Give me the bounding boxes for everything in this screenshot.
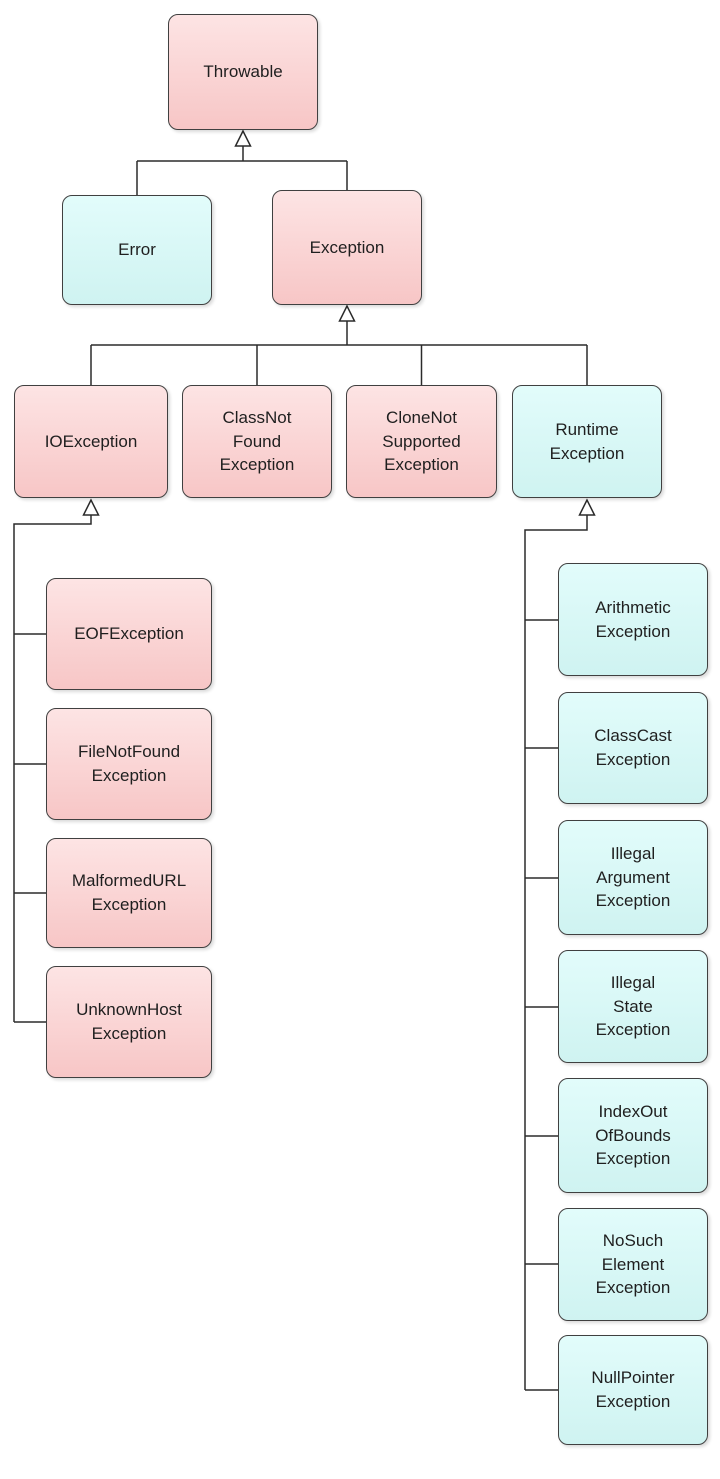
node-classcastexception: ClassCast Exception [558,692,708,804]
inheritance-arrow-exception [338,304,356,322]
node-nosuchelementexception: NoSuch Element Exception [558,1208,708,1321]
node-illegalstateexception-label: Illegal State Exception [595,972,671,1040]
node-nosuchelementexception-label: NoSuch Element Exception [595,1230,671,1298]
node-exception-label: Exception [309,237,385,257]
node-eofexception-label: EOFException [74,624,184,644]
node-malformedurlexception-label: MalformedURL Exception [71,871,187,914]
node-exception: Exception [272,190,422,305]
node-classnotfoundexception: ClassNot Found Exception [182,385,332,498]
node-clonenotsupportedexception: CloneNot Supported Exception [346,385,497,498]
node-unknownhostexception: UnknownHost Exception [46,966,212,1078]
node-filenotfoundexception: FileNotFound Exception [46,708,212,820]
node-classcastexception-label: ClassCast Exception [594,726,672,769]
node-classnotfoundexception-label: ClassNot Found Exception [219,407,295,475]
node-filenotfoundexception-label: FileNotFound Exception [77,742,181,785]
node-illegalstateexception: Illegal State Exception [558,950,708,1063]
inheritance-arrow-runtime [578,498,596,516]
node-ioexception: IOException [14,385,168,498]
node-throwable: Throwable [168,14,318,130]
node-runtimeexception-label: Runtime Exception [549,419,625,463]
node-ioexception-label: IOException [44,431,138,451]
node-malformedurlexception: MalformedURL Exception [46,838,212,948]
node-indexoutofboundsexception-label: IndexOut OfBounds Exception [595,1101,671,1169]
node-arithmeticexception: Arithmetic Exception [558,563,708,676]
inheritance-arrow-ioexception [82,498,100,516]
node-runtimeexception: Runtime Exception [512,385,662,498]
connector-throwable-children [136,146,348,195]
node-nullpointerexception-label: NullPointer Exception [591,1368,675,1411]
node-illegalargumentexception: Illegal Argument Exception [558,820,708,935]
node-throwable-label: Throwable [203,62,283,82]
node-clonenotsupportedexception-label: CloneNot Supported Exception [382,407,461,475]
node-arithmeticexception-label: Arithmetic Exception [595,597,671,641]
node-error-label: Error [118,240,156,260]
node-indexoutofboundsexception: IndexOut OfBounds Exception [558,1078,708,1193]
node-error: Error [62,195,212,305]
inheritance-arrow-throwable [234,129,252,147]
node-unknownhostexception-label: UnknownHost Exception [76,1000,182,1043]
node-illegalargumentexception-label: Illegal Argument Exception [595,843,671,911]
connector-exception-children [90,321,588,385]
node-eofexception: EOFException [46,578,212,690]
node-nullpointerexception: NullPointer Exception [558,1335,708,1445]
